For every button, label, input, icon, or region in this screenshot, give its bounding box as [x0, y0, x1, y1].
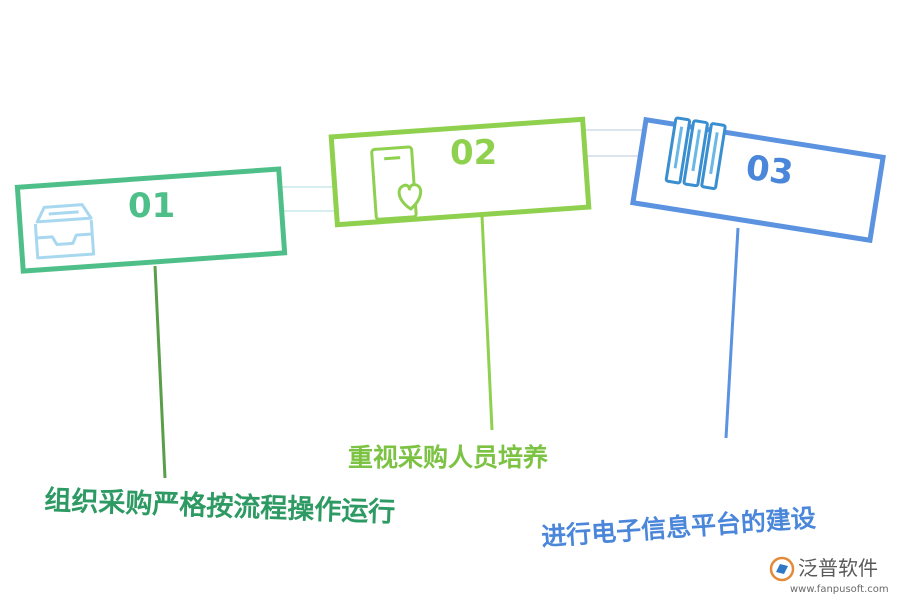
step-card-1 — [14, 166, 288, 274]
leader-line-1 — [153, 265, 167, 479]
inbox-tray-icon — [33, 203, 96, 260]
phone-heart-icon — [370, 145, 423, 221]
brand-url: www.fanpusoft.com — [790, 584, 889, 595]
step-caption-2: 重视采购人员培养 — [348, 443, 548, 472]
leader-line-2 — [480, 215, 494, 431]
binders-icon — [664, 116, 727, 190]
leader-line-3 — [724, 227, 740, 439]
step-number-3: 03 — [744, 148, 796, 193]
step-caption-1: 组织采购严格按流程操作运行 — [44, 484, 396, 528]
step-number-2: 02 — [450, 133, 497, 173]
step-caption-3: 进行电子信息平台的建设 — [540, 503, 816, 551]
brand-logo: 泛普软件 www.fanpusoft.com — [769, 556, 889, 595]
brand-name: 泛普软件 — [798, 556, 878, 580]
step-number-1: 01 — [128, 186, 175, 226]
step-card-2 — [328, 116, 592, 228]
